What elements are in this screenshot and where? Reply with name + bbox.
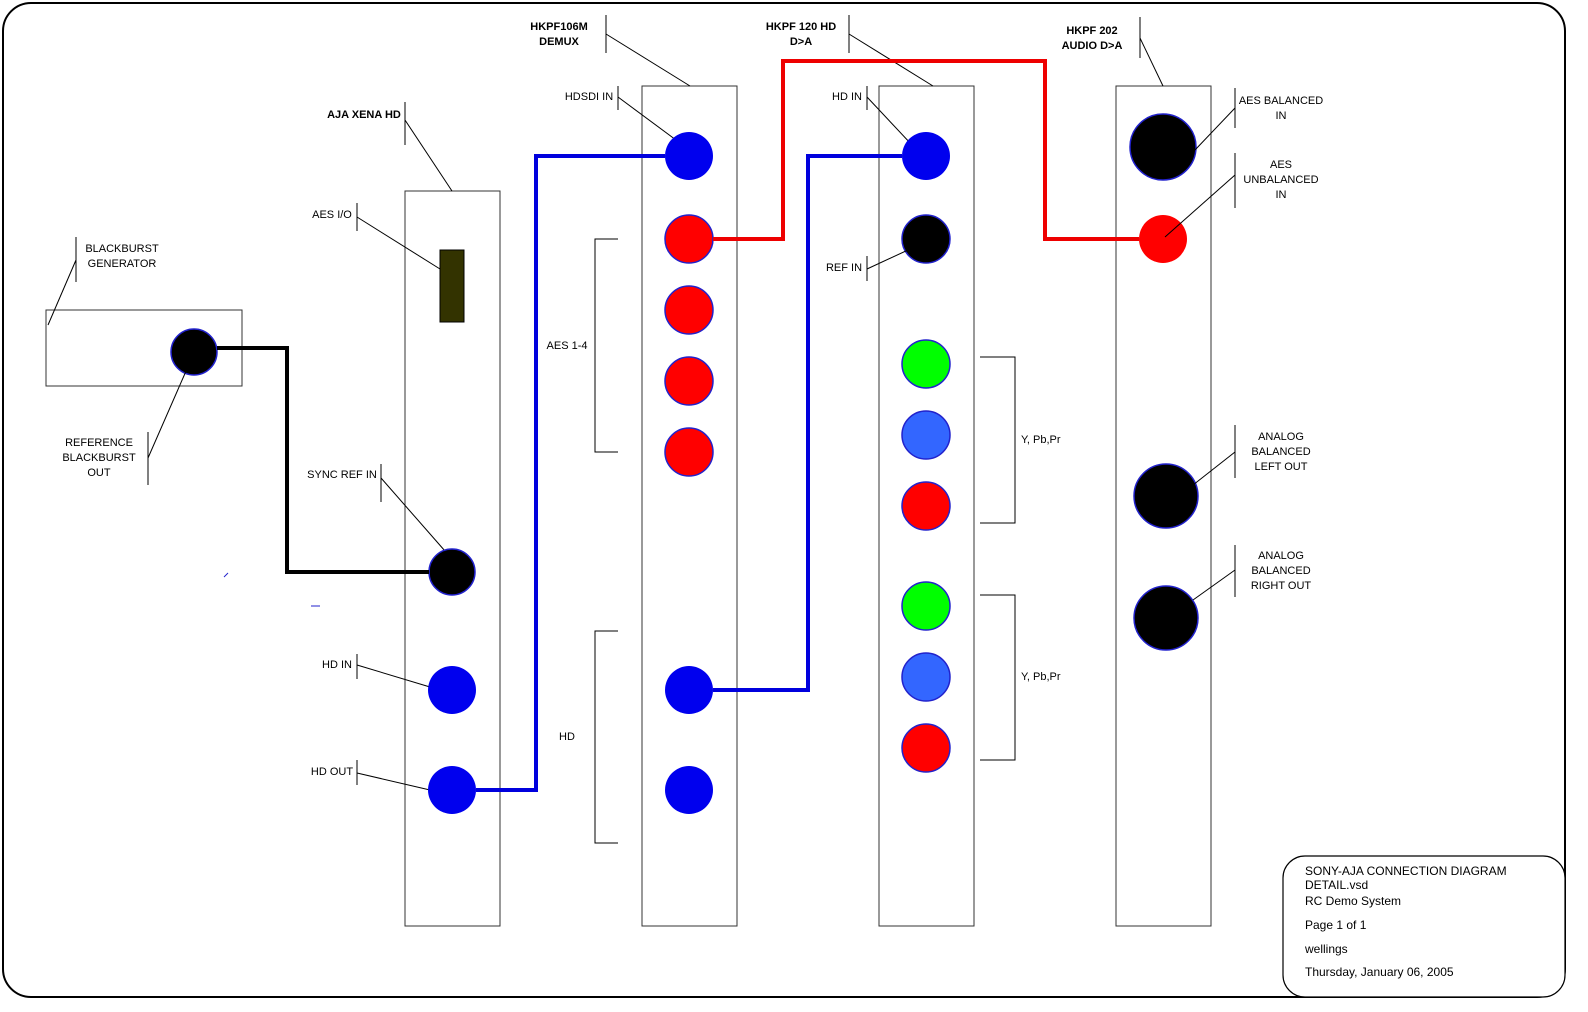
hd-da-hd-in-connector[interactable] (902, 132, 950, 180)
analog-right-label-3: RIGHT OUT (1251, 580, 1312, 592)
aes-io-label: AES I/O (312, 209, 352, 221)
title-block (1282, 855, 1566, 998)
title-block-line2: DETAIL.vsd (1305, 878, 1368, 892)
hd-da-ref-in-connector[interactable] (901, 214, 951, 264)
callout-line (866, 96, 913, 146)
aes-2-connector[interactable] (664, 285, 714, 335)
aes-balanced-label-2: IN (1276, 110, 1287, 122)
ypbpr-2-bracket (980, 594, 1016, 761)
aes-balanced-label-1: AES BALANCED (1239, 95, 1323, 107)
aes-io-connector[interactable] (439, 249, 465, 323)
callout-line (1192, 451, 1236, 486)
xena-hd-out-to-hdsdi-in-wire[interactable] (476, 154, 665, 792)
pr1-red-connector[interactable] (901, 481, 951, 531)
hd-da-title-1: HKPF 120 HD (766, 21, 836, 33)
callout-line (147, 361, 191, 459)
y2-green-connector[interactable] (901, 581, 951, 631)
callout-line (404, 119, 453, 192)
hd-bracket (594, 630, 618, 844)
reference-out-label-2: BLACKBURST (62, 452, 136, 464)
hd-group-label: HD (559, 731, 575, 743)
callout-line (866, 249, 909, 270)
demux-title-2: DEMUX (539, 36, 579, 48)
callout-line (356, 216, 441, 270)
pr2-red-connector[interactable] (901, 723, 951, 773)
audio-da-title-1: HKPF 202 (1066, 25, 1117, 37)
title-block-author: wellings (1304, 942, 1348, 956)
aes-4-connector[interactable] (664, 427, 714, 477)
title-block-page: Page 1 of 1 (1305, 918, 1367, 932)
title-block-system: RC Demo System (1305, 894, 1401, 908)
analog-right-out-connector[interactable] (1133, 585, 1199, 651)
blackburst-title-1: BLACKBURST (85, 243, 159, 255)
blackburst-to-sync-ref-wire[interactable] (217, 346, 429, 574)
callout-line (1164, 174, 1236, 238)
audio-da-title-2: AUDIO D>A (1062, 40, 1123, 52)
analog-left-label-2: BALANCED (1251, 446, 1310, 458)
xena-hd-in-connector[interactable] (428, 666, 476, 714)
stray-mark (223, 572, 229, 578)
callout-line (605, 33, 691, 87)
demux-title-1: HKPF106M (530, 21, 587, 33)
reference-out-label-1: REFERENCE (65, 437, 133, 449)
title-block-date: Thursday, January 06, 2005 (1305, 965, 1454, 979)
aes-1-4-label: AES 1-4 (547, 340, 588, 352)
callout-line (617, 96, 677, 141)
callout-line (1192, 569, 1236, 601)
hd-da-ref-in-label: REF IN (826, 262, 862, 274)
aes-unbalanced-label-2: UNBALANCED (1243, 174, 1318, 186)
hd-da-hd-in-label: HD IN (832, 91, 862, 103)
ypbpr-2-label: Y, Pb,Pr (1021, 671, 1061, 683)
blackburst-title-2: GENERATOR (88, 258, 157, 270)
aes-1-connector[interactable] (664, 214, 714, 264)
ypbpr-1-label: Y, Pb,Pr (1021, 434, 1061, 446)
demux-hd-to-hd-da-wire[interactable] (713, 154, 902, 692)
aes-unbalanced-in-connector[interactable] (1139, 215, 1187, 263)
hdsdi-in-label: HDSDI IN (565, 91, 613, 103)
analog-left-out-connector[interactable] (1133, 463, 1199, 529)
sync-ref-in-label: SYNC REF IN (307, 469, 377, 481)
aes-to-audio-da-wire[interactable] (713, 59, 1139, 241)
callout-line (356, 664, 431, 688)
callout-line (47, 259, 77, 326)
callout-line (1194, 107, 1236, 151)
aes-bracket (594, 238, 618, 453)
xena-hd-out-label: HD OUT (311, 766, 353, 778)
ypbpr-1-bracket (980, 356, 1016, 524)
callout-line (380, 477, 446, 552)
aes-3-connector[interactable] (664, 356, 714, 406)
pb2-blue-connector[interactable] (901, 652, 951, 702)
hd-da-title-2: D>A (790, 36, 812, 48)
aja-xena-hd-title: AJA XENA HD (327, 109, 401, 121)
reference-out-label-3: OUT (87, 467, 111, 479)
hdsdi-in-connector[interactable] (665, 132, 713, 180)
aes-unbalanced-label-3: IN (1276, 189, 1287, 201)
callout-line (356, 772, 431, 791)
aes-unbalanced-label-1: AES (1270, 159, 1292, 171)
title-block-line1: SONY-AJA CONNECTION DIAGRAM (1305, 864, 1507, 878)
y1-green-connector[interactable] (901, 339, 951, 389)
demux-hd-out-2-connector[interactable] (665, 766, 713, 814)
analog-right-label-1: ANALOG (1258, 550, 1304, 562)
analog-right-label-2: BALANCED (1251, 565, 1310, 577)
analog-left-label-1: ANALOG (1258, 431, 1304, 443)
xena-hd-in-label: HD IN (322, 659, 352, 671)
demux-hd-out-1-connector[interactable] (665, 666, 713, 714)
aes-balanced-in-connector[interactable] (1129, 113, 1197, 181)
xena-hd-out-connector[interactable] (428, 766, 476, 814)
reference-blackburst-out-connector[interactable] (170, 328, 218, 376)
pb1-blue-connector[interactable] (901, 410, 951, 460)
analog-left-label-3: LEFT OUT (1255, 461, 1308, 473)
sync-ref-in-connector[interactable] (428, 548, 476, 596)
callout-line (1139, 37, 1164, 87)
